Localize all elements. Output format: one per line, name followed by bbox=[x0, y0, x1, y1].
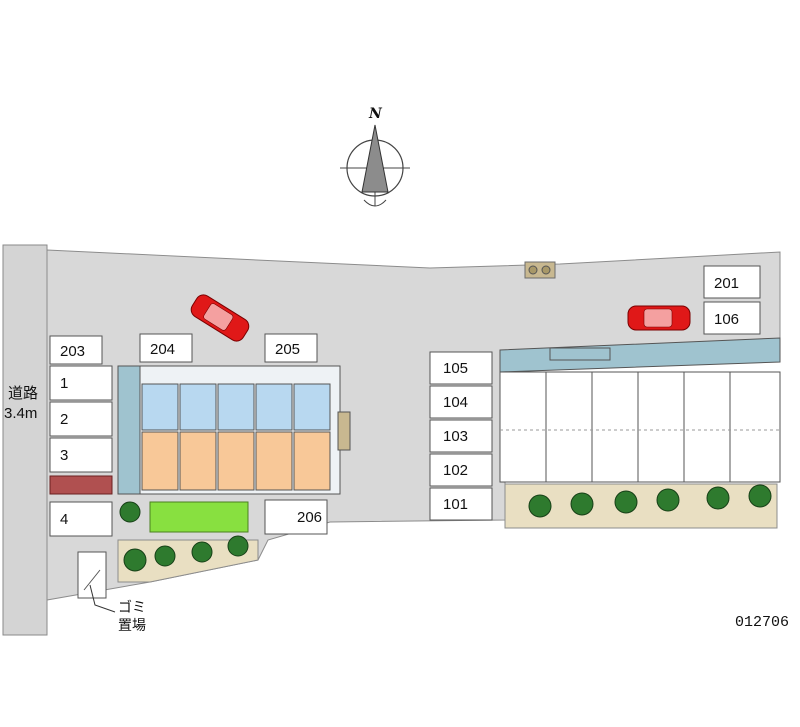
parking-101 bbox=[429, 487, 493, 521]
parking-205 bbox=[264, 333, 318, 363]
road-width-label: 3.4m bbox=[4, 405, 37, 422]
svg-text:201: 201 bbox=[714, 275, 739, 292]
parking-3 bbox=[49, 437, 113, 473]
trees-left bbox=[119, 501, 249, 572]
parking-right-group: 105 104 103 102 101 bbox=[429, 351, 493, 521]
parking-top-right-group: 201 106 bbox=[703, 265, 761, 335]
parking-top-group: 203 204 205 bbox=[49, 333, 318, 365]
parking-204 bbox=[139, 333, 193, 363]
trees-right bbox=[528, 484, 772, 518]
map-code: 012706 bbox=[735, 614, 789, 631]
svg-text:105: 105 bbox=[443, 360, 468, 377]
parking-106 bbox=[703, 301, 761, 335]
car-left bbox=[190, 294, 250, 342]
building-left bbox=[117, 365, 351, 495]
parking-104 bbox=[429, 385, 493, 419]
road-strip bbox=[2, 244, 48, 636]
parking-206 bbox=[264, 499, 328, 535]
building-right bbox=[499, 337, 781, 483]
parking-102 bbox=[429, 453, 493, 487]
parking-105 bbox=[429, 351, 493, 385]
parking-left-group: 1 2 3 4 bbox=[49, 365, 113, 537]
svg-text:206: 206 bbox=[297, 509, 322, 526]
parking-201 bbox=[703, 265, 761, 299]
block-wall bbox=[49, 475, 113, 495]
parking-203 bbox=[49, 335, 103, 365]
parking-103 bbox=[429, 419, 493, 453]
svg-text:103: 103 bbox=[443, 428, 468, 445]
lawn bbox=[149, 501, 249, 533]
svg-text:1: 1 bbox=[60, 375, 68, 392]
parking-4 bbox=[49, 501, 113, 537]
compass: N bbox=[340, 106, 410, 207]
svg-text:2: 2 bbox=[60, 411, 68, 428]
svg-text:106: 106 bbox=[714, 311, 739, 328]
bicycle-shed bbox=[524, 261, 556, 279]
svg-text:102: 102 bbox=[443, 462, 468, 479]
svg-text:203: 203 bbox=[60, 343, 85, 360]
svg-text:104: 104 bbox=[443, 394, 468, 411]
svg-text:101: 101 bbox=[443, 496, 468, 513]
car-right bbox=[627, 305, 691, 331]
north-label: N bbox=[368, 106, 383, 122]
parking-2 bbox=[49, 401, 113, 437]
svg-text:3: 3 bbox=[60, 447, 68, 464]
road-name-label: 道路 bbox=[8, 385, 38, 402]
svg-text:4: 4 bbox=[60, 511, 68, 528]
parking-1 bbox=[49, 365, 113, 401]
svg-text:205: 205 bbox=[275, 341, 300, 358]
compass-needle bbox=[361, 124, 389, 193]
garbage-area: ゴミ 置場 bbox=[77, 551, 146, 633]
garbage-label-1: ゴミ bbox=[118, 599, 146, 615]
garbage-label-2: 置場 bbox=[118, 617, 146, 633]
svg-text:204: 204 bbox=[150, 341, 175, 358]
